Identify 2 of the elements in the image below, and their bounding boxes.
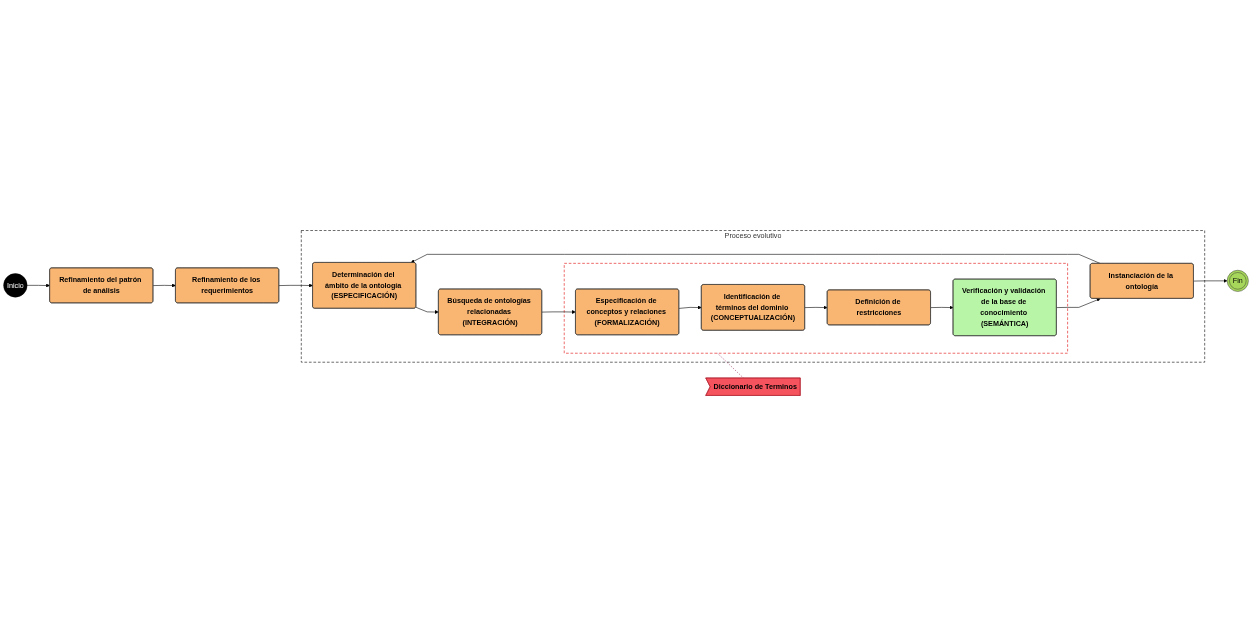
connector: [717, 352, 744, 379]
cluster: [563, 263, 1068, 354]
